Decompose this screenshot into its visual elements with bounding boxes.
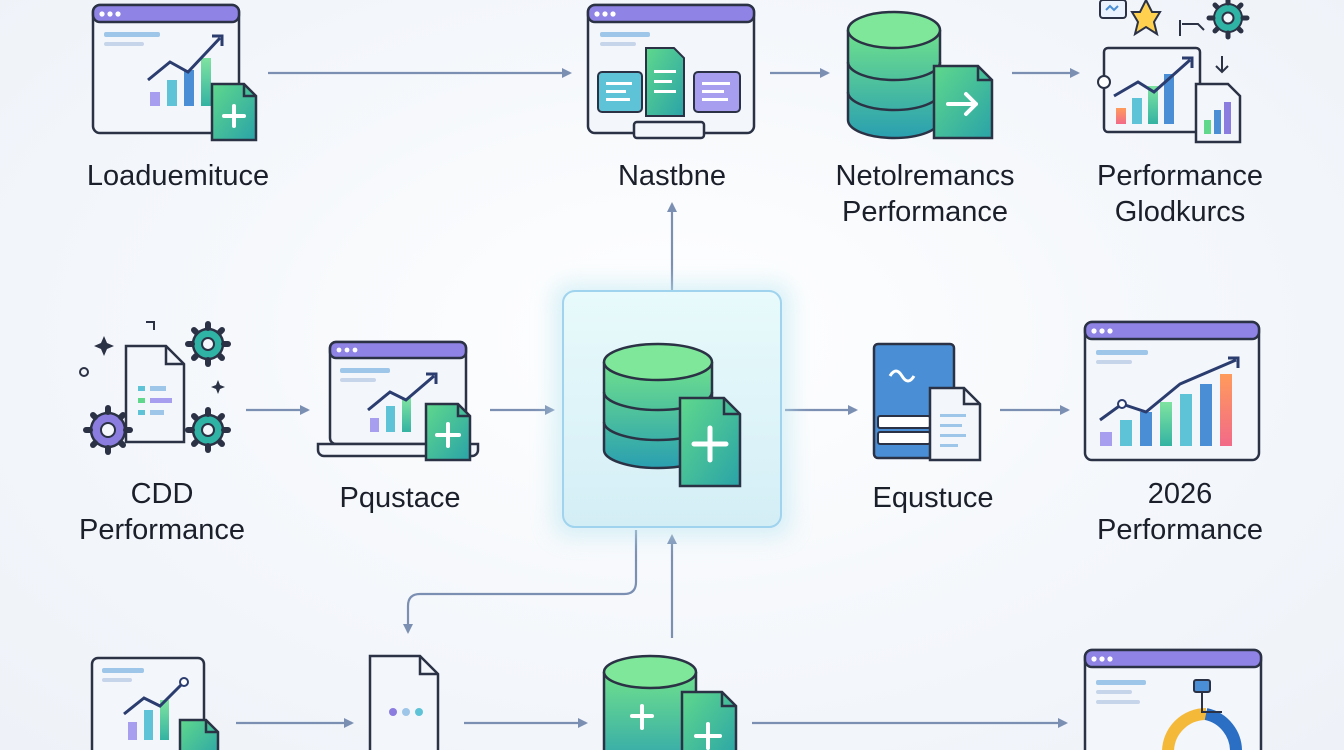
arrow-hub-to-bottom-doc — [403, 530, 638, 634]
gears-document-icon — [79, 321, 231, 455]
arrows — [236, 68, 1080, 728]
document-dots-icon — [368, 654, 440, 750]
label-line: Glodkurcs — [1114, 196, 1246, 228]
database-plus-icon — [602, 342, 742, 488]
hub-node — [552, 282, 792, 538]
label-nastbne: Nastbne — [618, 158, 726, 194]
window-chart-doc-icon — [90, 656, 220, 750]
label-line: Performance — [78, 514, 246, 546]
label-glodkurcs: Performance Glodkurcs — [1097, 158, 1263, 230]
label-line: Nastbne — [617, 160, 727, 192]
chart-gears-icon — [1097, 0, 1250, 144]
label-line: Netolremancs — [835, 160, 1015, 192]
label-line: 2026 — [1147, 478, 1213, 510]
report-documents-icon — [872, 342, 982, 462]
database-plus-icon — [602, 654, 738, 750]
label-cdd: CDD Performance — [79, 476, 245, 548]
label-line: Equstuce — [872, 482, 994, 514]
database-arrow-icon — [846, 10, 994, 140]
window-docs-icon — [586, 3, 756, 140]
window-bar-chart-icon — [1083, 320, 1261, 462]
label-loadue: Loaduemituce — [87, 158, 269, 194]
label-line: CDD — [130, 478, 194, 510]
label-pqustace: Pqustace — [340, 480, 461, 516]
label-perf2026: 2026 Performance — [1097, 476, 1263, 548]
label-equstuce: Equstuce — [873, 480, 994, 516]
label-line: Pqustace — [339, 482, 461, 514]
window-gauge-icon — [1083, 648, 1263, 750]
label-line: Performance — [1096, 160, 1264, 192]
laptop-chart-doc-icon — [316, 340, 480, 462]
label-line: Performance — [1096, 514, 1264, 546]
label-line: Loaduemituce — [86, 160, 270, 192]
dashboard-chart-doc-icon — [91, 3, 258, 142]
label-netolremancs: Netolremancs Performance — [836, 158, 1015, 230]
label-line: Performance — [841, 196, 1008, 228]
